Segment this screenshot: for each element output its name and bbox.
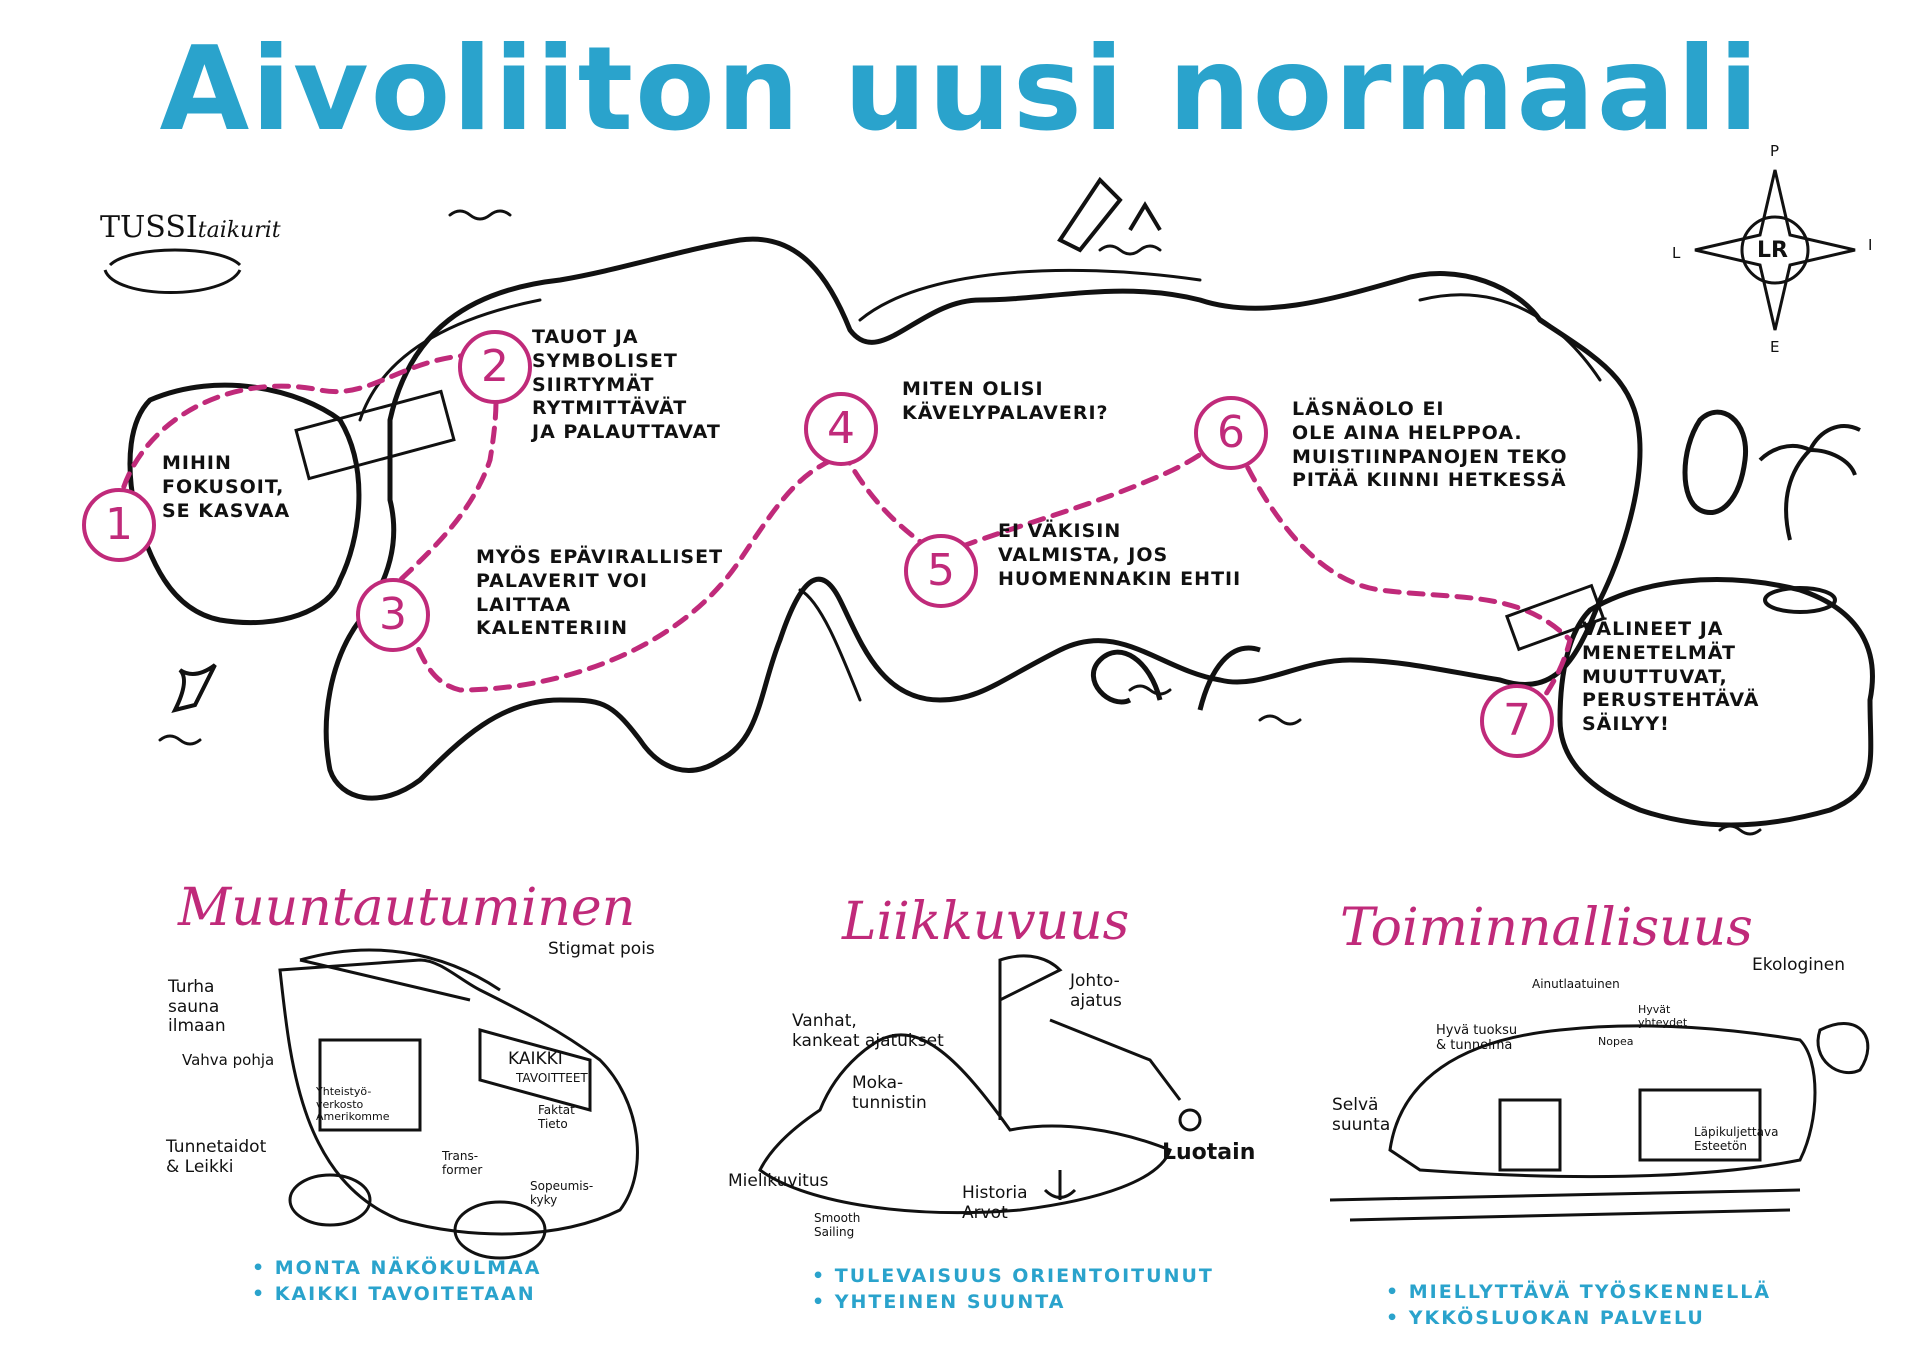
compass-north: P (1770, 142, 1780, 160)
bullet-kaikki-tavoitetaan: • KAIKKI TAVOITETAAN (252, 1282, 536, 1305)
step-4-circle: 4 (804, 392, 878, 466)
bullet-monta-nakokulmaa: • MONTA NÄKÖKULMAA (252, 1257, 542, 1279)
octopus-tentacle-2 (1197, 645, 1261, 711)
continent-outline (323, 236, 1643, 801)
label-vanhat-ajatukset: Vanhat, kankeat ajatukset (792, 1011, 944, 1051)
step-2-text: TAUOT JA SYMBOLISET SIIRTYMÄT RYTMITTÄVÄ… (532, 326, 721, 443)
whale-tail (171, 663, 217, 713)
section-3-bullets: • MIELLYTTÄVÄ TYÖSKENNELLÄ • YKKÖSLUOKAN… (1386, 1280, 1771, 1331)
logo-hat-icon (103, 248, 242, 294)
section-toiminnallisuus-title: Toiminnallisuus (1340, 898, 1753, 958)
label-luotain: Luotain (1162, 1140, 1256, 1165)
tussitaikurit-logo: TUSSItaikurit (100, 210, 281, 245)
compass-center: LR (1757, 238, 1788, 263)
octopus-tentacle (1091, 649, 1163, 705)
compass-west: L (1672, 244, 1681, 262)
step-6-text: LÄSNÄOLO EI OLE AINA HELPPOA. MUISTIINPA… (1292, 398, 1568, 492)
label-nopea: Nopea (1598, 1035, 1634, 1048)
label-mielikuvitus: Mielikuvitus (728, 1171, 829, 1191)
section-muuntautuminen-title: Muuntautuminen (178, 878, 636, 938)
label-faktat-tieto: Faktat Tieto (538, 1103, 575, 1131)
shipwreck (1057, 176, 1162, 253)
ship-drawing (758, 954, 1202, 1215)
step-1-text: MIHIN FOKUSOIT, SE KASVAA (162, 452, 291, 522)
bullet-tulevaisuus: • TULEVAISUUS ORIENTOITUNUT (812, 1265, 1214, 1287)
label-ekologinen: Ekologinen (1752, 955, 1846, 975)
page-title: Aivoliiton uusi normaali (159, 22, 1761, 157)
label-hyvat-yhteydet: Hyvät yhteydet (1638, 1003, 1688, 1029)
bridge-1 (294, 389, 456, 481)
transformer-car-drawing (278, 948, 639, 1260)
compass-south: E (1770, 338, 1780, 356)
small-island-outline (1682, 409, 1749, 515)
section-liikkuvuus-title: Liikkuvuus (842, 892, 1130, 952)
label-lapikuljettava: Läpikuljettava Esteetön (1694, 1125, 1779, 1153)
palm-tree (1758, 424, 1861, 614)
train-drawing (1329, 1022, 1870, 1222)
label-tavoitteet: TAVOITTEET (516, 1071, 588, 1085)
logo-secondary: taikurit (197, 218, 281, 243)
label-yhteistyoverkosto: Yhteistyö- verkosto Amerikomme (316, 1085, 390, 1124)
step-3-circle: 3 (356, 578, 430, 652)
step-7-circle: 7 (1480, 684, 1554, 758)
label-smooth-sailing: Smooth Sailing (814, 1211, 861, 1239)
label-sopeumiskyky: Sopeumis- kyky (530, 1179, 594, 1207)
label-vahva-pohja: Vahva pohja (182, 1051, 275, 1069)
section-2-bullets: • TULEVAISUUS ORIENTOITUNUT • YHTEINEN S… (812, 1264, 1214, 1315)
section-1-bullets: • MONTA NÄKÖKULMAA • KAIKKI TAVOITETAAN (252, 1256, 541, 1307)
step-1-circle: 1 (82, 488, 156, 562)
step-2-circle: 2 (458, 330, 532, 404)
label-kaikki: KAIKKI (508, 1049, 563, 1069)
bullet-ykkosluokan: • YKKÖSLUOKAN PALVELU (1386, 1306, 1705, 1329)
bridge-2 (1504, 583, 1606, 652)
compass-rose (1694, 169, 1856, 331)
label-turha-sauna: Turha sauna ilmaan (168, 977, 226, 1037)
label-tunnetaidot: Tunnetaidot & Leikki (166, 1137, 267, 1177)
step-6-circle: 6 (1194, 396, 1268, 470)
label-historia-arvot: Historia Arvot (962, 1183, 1028, 1223)
label-johtoajatus: Johto- ajatus (1070, 971, 1122, 1011)
label-ainutlaatuinen: Ainutlaatuinen (1532, 977, 1620, 991)
bullet-miellyttava: • MIELLYTTÄVÄ TYÖSKENNELLÄ (1386, 1281, 1772, 1303)
label-transformer: Trans- former (442, 1149, 483, 1177)
label-selva-suunta: Selvä suunta (1332, 1095, 1391, 1135)
compass-east: I (1868, 236, 1873, 254)
step-3-text: MYÖS EPÄVIRALLISET PALAVERIT VOI LAITTAA… (476, 546, 724, 640)
step-7-text: VÄLINEET JA MENETELMÄT MUUTTUVAT, PERUST… (1582, 618, 1760, 735)
step-5-text: EI VÄKISIN VALMISTA, JOS HUOMENNAKIN EHT… (998, 520, 1242, 590)
label-mokatunnistin: Moka- tunnistin (852, 1073, 927, 1113)
step-5-circle: 5 (904, 534, 978, 608)
step-4-text: MITEN OLISI KÄVELYPALAVERI? (902, 378, 1109, 424)
logo-primary: TUSSI (100, 210, 198, 245)
label-hyva-tuoksu: Hyvä tuoksu & tunnelma (1436, 1023, 1518, 1053)
bullet-yhteinen-suunta: • YHTEINEN SUUNTA (812, 1290, 1066, 1313)
label-stigmat-pois: Stigmat pois (548, 939, 655, 959)
